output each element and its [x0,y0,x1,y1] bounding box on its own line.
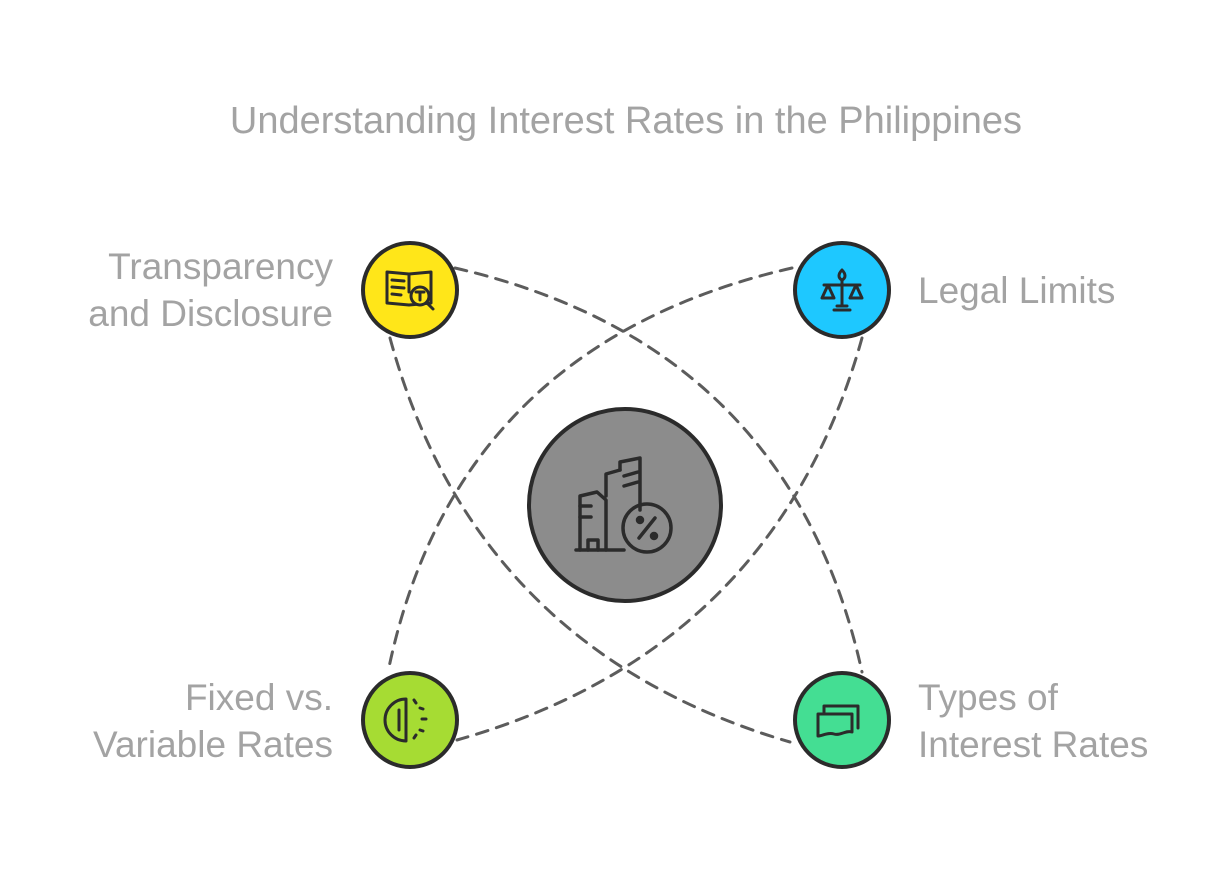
node-transparency-disclosure [361,241,459,339]
connector-arc-top-left-to-bottom-right-inner [388,336,792,744]
node-fixed-variable-rates [361,671,459,769]
page-title: Understanding Interest Rates in the Phil… [229,100,1023,142]
label-legal-limits: Legal Limits [918,267,1115,314]
connector-arc-top-left-to-bottom-right [453,266,864,674]
label-types-of-interest-rates: Types of Interest Rates [918,674,1148,768]
node-types-of-interest-rates [793,671,891,769]
connector-arc-top-right-to-bottom-left [386,266,794,674]
bank-building-percent-icon [574,456,673,554]
label-line: and Disclosure [88,293,333,334]
half-dial-icon [383,697,428,743]
label-transparency-disclosure: Transparency and Disclosure [88,243,333,337]
node-legal-limits [793,241,891,339]
label-line: Fixed vs. [184,677,333,718]
label-line: Interest Rates [918,724,1149,765]
scales-of-justice-icon [820,268,864,312]
center-hub [527,407,723,603]
label-line: Types of [918,677,1058,718]
connector-arc-top-right-to-bottom-left-inner [455,336,864,742]
stacked-cards-icon [816,704,860,738]
label-line: Variable Rates [93,724,333,765]
label-fixed-variable-rates: Fixed vs. Variable Rates [93,674,333,768]
label-line: Legal Limits [918,270,1116,311]
label-line: Transparency [108,246,333,287]
open-book-search-icon [385,270,435,311]
